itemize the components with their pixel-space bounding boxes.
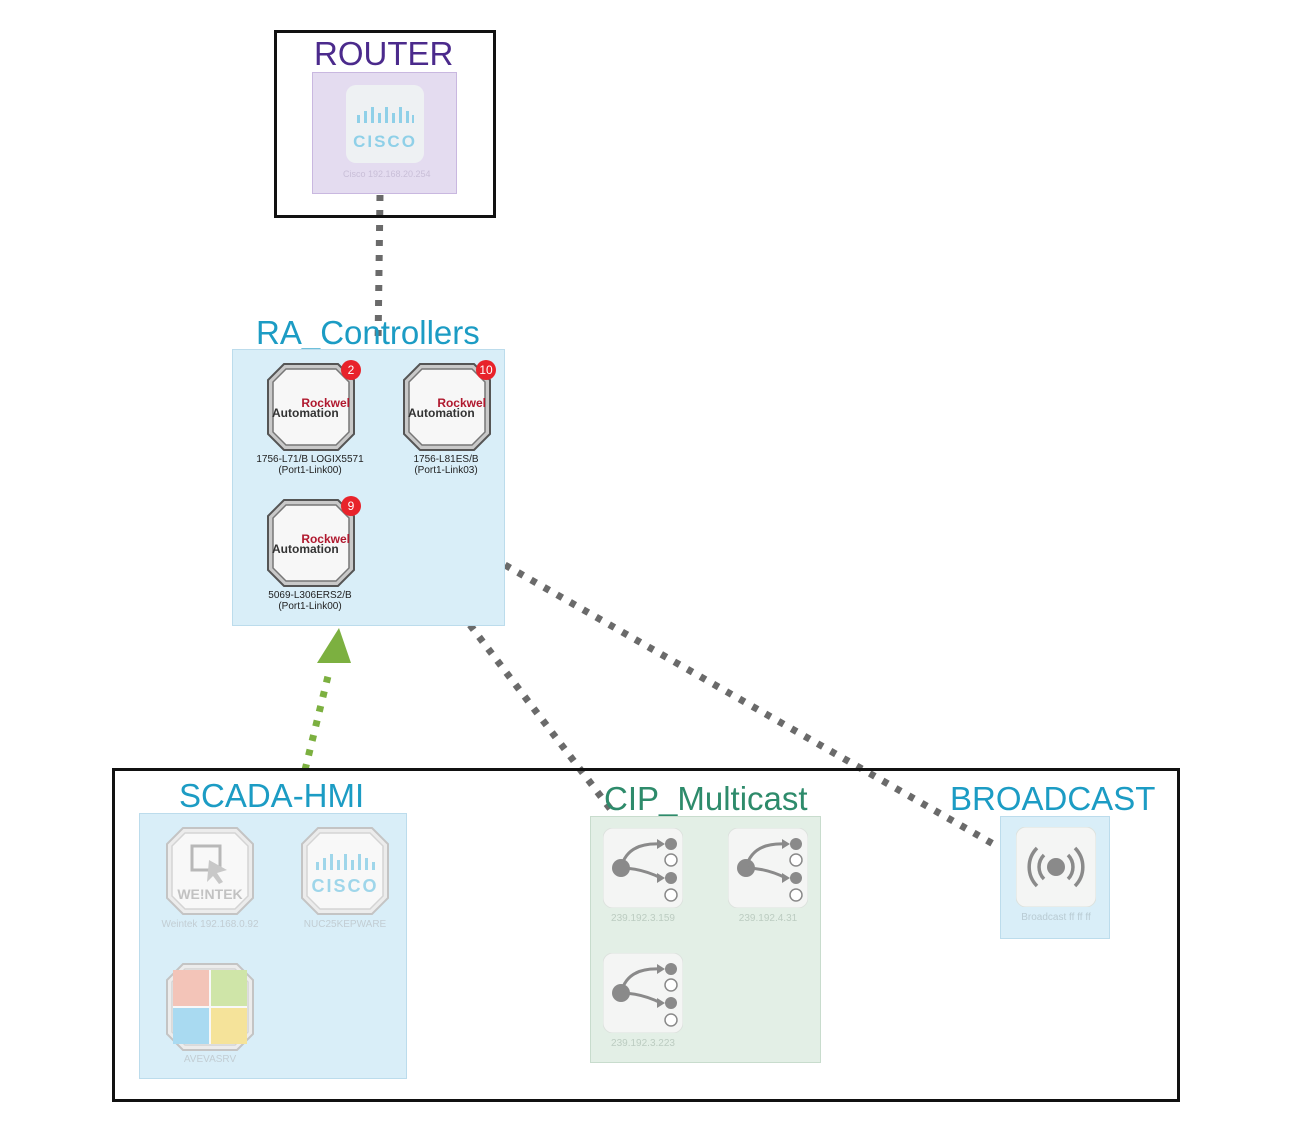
multicast-icon	[603, 953, 683, 1033]
multicast-caption: 239.192.3.223	[611, 1038, 675, 1049]
alert-count-badge[interactable]: 2	[341, 360, 361, 380]
hmi-caption: Weintek 192.168.0.92	[161, 919, 259, 930]
rockwell-logo-line2: Automation	[272, 406, 339, 420]
multicast-icon	[728, 828, 808, 908]
cisco-logo-text: CISCO	[311, 876, 379, 896]
multicast-caption: 239.192.4.31	[738, 913, 798, 924]
cip-multicast-title: CIP_Multicast	[604, 780, 808, 817]
multicast-caption: 239.192.3.159	[611, 913, 675, 924]
router-frame	[274, 30, 496, 218]
multicast-node[interactable]: 239.192.3.159	[598, 828, 688, 924]
multicast-node[interactable]: 239.192.4.31	[723, 828, 813, 924]
controller-caption: 5069-L306ERS2/B	[268, 590, 352, 601]
rockwell-automation-icon	[267, 363, 355, 451]
link-router-ra	[374, 194, 384, 346]
router-title: ROUTER	[314, 35, 454, 72]
multicast-node[interactable]: 239.192.3.223	[598, 953, 688, 1049]
multicast-icon	[603, 828, 683, 908]
bottom-frame	[112, 768, 1180, 1102]
alert-count-badge[interactable]: 10	[476, 360, 496, 380]
controller-caption-port: (Port1-Link03)	[414, 465, 478, 476]
link-ra-cip	[467, 622, 618, 818]
cisco-logo-icon	[301, 827, 389, 915]
hmi-caption: NUC25KEPWARE	[303, 919, 387, 930]
ra-controllers-title: RA_Controllers	[256, 314, 480, 351]
cisco-logo-icon: CISCO	[346, 85, 424, 163]
router-caption: Cisco 192.168.20.254	[343, 169, 431, 179]
rockwell-automation-icon	[403, 363, 491, 451]
hmi-caption: AVEVASRV	[183, 1054, 237, 1065]
router-group[interactable]: CISCO Cisco 192.168.20.254	[312, 72, 457, 194]
cisco-logo-text: CISCO	[353, 132, 417, 151]
broadcast-node[interactable]: Broadcast ff ff ff	[1006, 827, 1106, 923]
broadcast-caption: Broadcast ff ff ff	[1021, 912, 1091, 923]
controller-caption: 1756-L71/B LOGIX5571	[256, 454, 364, 465]
rockwell-logo-line1: Rockwel	[301, 532, 350, 546]
arrow-head-green	[317, 628, 351, 663]
controller-caption: 1756-L81ES/B	[413, 454, 479, 465]
broadcast-title: BROADCAST	[950, 780, 1156, 817]
link-scada-ra	[301, 667, 334, 771]
broadcast-group[interactable]: Broadcast ff ff ff	[1000, 816, 1110, 939]
controller-caption-port: (Port1-Link00)	[278, 601, 342, 612]
rockwell-logo-line1: Rockwel	[437, 396, 486, 410]
rockwell-logo-line2: Automation	[408, 406, 475, 420]
rockwell-logo-line2: Automation	[272, 542, 339, 556]
link-ra-broadcast	[503, 561, 997, 849]
broadcast-icon	[1016, 827, 1096, 907]
windows-icon	[166, 963, 254, 1051]
weintek-icon	[166, 827, 254, 915]
alert-count-badge[interactable]: 9	[341, 496, 361, 516]
router-node[interactable]: CISCO Cisco 192.168.20.254	[343, 85, 431, 180]
rockwell-automation-icon	[267, 499, 355, 587]
weintek-logo-text: WE!NTEK	[177, 886, 243, 902]
rockwell-logo-line1: Rockwel	[301, 396, 350, 410]
controller-caption-port: (Port1-Link00)	[278, 465, 342, 476]
scada-hmi-title: SCADA-HMI	[179, 777, 365, 814]
